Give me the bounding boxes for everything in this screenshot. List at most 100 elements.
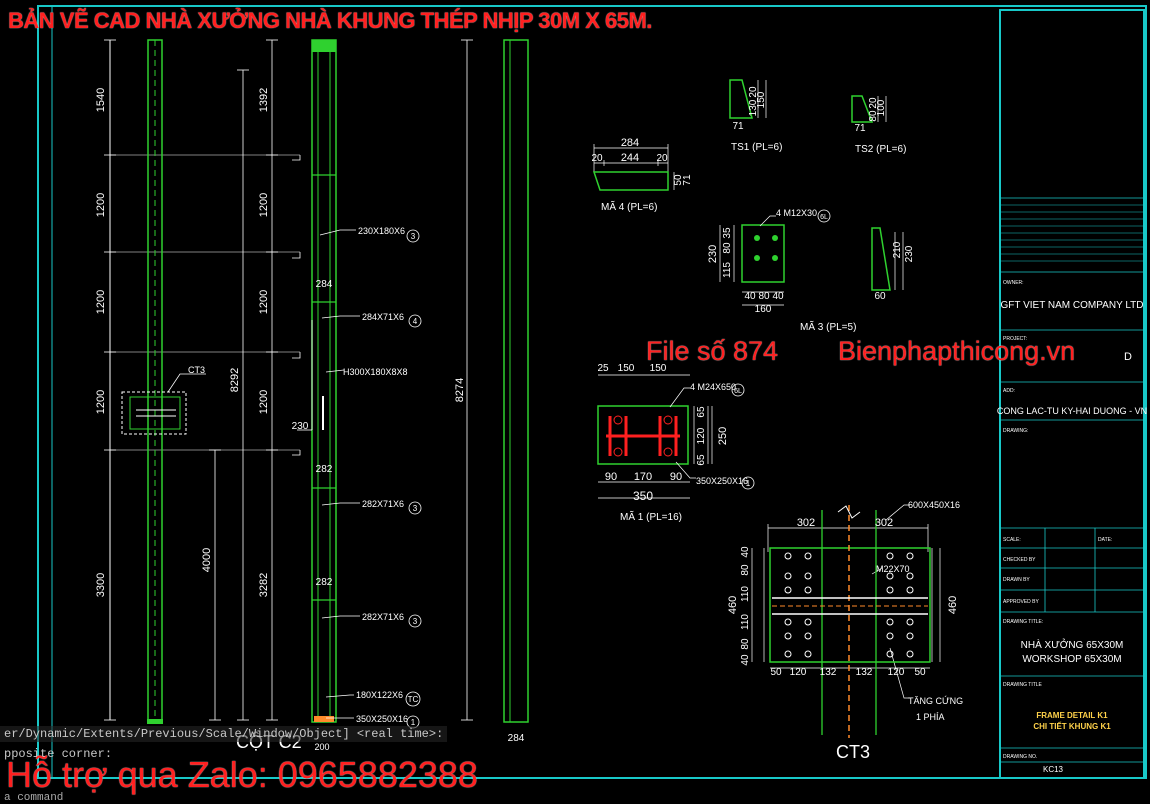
ma1-dim-120: 120 (696, 427, 707, 444)
dim-mid-230: 230 (292, 421, 309, 432)
ma1-label: MÃ 1 (PL=16) (620, 510, 682, 523)
detail-ct3[interactable]: 302 302 460 40 80 110 110 80 40 50 120 1… (727, 500, 963, 762)
ct3-dim-120-b: 120 (888, 667, 905, 678)
dim-left-4: 1200 (95, 390, 107, 414)
command-input[interactable]: a command (4, 792, 64, 804)
ts1-dim-150: 150 (756, 91, 767, 108)
ma4-dim-71: 71 (682, 174, 693, 186)
ct3-dim-40-b: 40 (740, 654, 751, 666)
dim-mid-284: 284 (316, 279, 333, 290)
dim-mid-282-b: 282 (316, 577, 333, 588)
detail-ma3[interactable]: 4 M12X30 6L 230 115 80 35 40 80 40 160 2… (707, 208, 915, 333)
detail-ts1[interactable]: 20 130 150 71 TS1 (PL=6) (729, 79, 782, 153)
tb-sheet-title-line1: FRAME DETAIL K1 (1036, 711, 1108, 720)
column-left-drawing[interactable]: CT3 1540 1200 1200 1200 3300 4000 (95, 39, 300, 724)
ma3-dim-115: 115 (722, 262, 733, 278)
ma3-dim-40-a: 40 (744, 291, 756, 302)
dim-right-284: 284 (508, 733, 525, 744)
tb-add-label: ADD: (1003, 388, 1015, 394)
ma3-dim-60: 60 (874, 291, 886, 302)
dim-mid-4: 1200 (258, 390, 270, 414)
tb-sheet-title-line2: CHI TIẾT KHUNG K1 (1033, 721, 1111, 731)
command-history-line-2: pposite corner: (4, 747, 113, 761)
ma1-dim-90-b: 90 (670, 471, 682, 483)
ct3-dim-50-a: 50 (770, 667, 782, 678)
ma1-dim-350: 350 (633, 489, 653, 503)
dim-mid-6: 8292 (229, 368, 241, 392)
ct3-title: CT3 (836, 742, 870, 762)
ma3-dim-40-b: 40 (772, 291, 784, 302)
ct3-dim-132-a: 132 (820, 667, 837, 678)
tb-owner: GFT VIET NAM COMPANY LTD (1001, 300, 1144, 311)
detail-ma1[interactable]: 4 M24X650 6L 25 150 150 65 120 65 250 90… (597, 363, 755, 523)
ts1-dim-71: 71 (732, 121, 744, 132)
column-mid-drawing[interactable]: 230X180X6 284X71X6 H300X180X8X8 282X71X6… (229, 39, 422, 752)
tb-project-name-line1: NHÀ XƯỞNG 65X30M (1021, 638, 1124, 651)
ct3-callout-label: CT3 (188, 365, 205, 375)
ma1-dim-150-a: 150 (618, 363, 635, 374)
label-plate-282x71-a: 282X71X6 (362, 499, 404, 509)
balloon-3-a: 3 (411, 232, 416, 241)
balloon-tc: TC (408, 695, 419, 704)
tb-approved-label: APPROVED BY (1003, 599, 1040, 605)
dim-right-8274: 8274 (454, 378, 466, 402)
label-plate-284x71: 284X71X6 (362, 312, 404, 322)
ma1-dim-90-a: 90 (605, 471, 617, 483)
ts2-dim-20: 20 (868, 97, 879, 109)
ma3-dim-80: 80 (722, 242, 733, 254)
tb-sheet-title-label: DRAWING TITLE (1003, 682, 1043, 688)
ct3-dim-302-a: 302 (797, 517, 815, 529)
ma3-balloon: 6L (820, 214, 828, 221)
dim-mid-2: 1200 (258, 193, 270, 217)
label-base-plate: 350X250X16 (356, 714, 408, 724)
tb-sheet-no: KC13 (1043, 765, 1064, 774)
ma1-dim-170: 170 (634, 471, 652, 483)
ma1-dim-65-b: 65 (696, 454, 707, 466)
ma1-dim-150-b: 150 (650, 363, 667, 374)
dim-left-5: 3300 (95, 573, 107, 597)
tb-owner-label: OWNER: (1003, 280, 1024, 286)
ma1-dim-250: 250 (717, 427, 729, 445)
dim-mid-5: 3282 (258, 573, 270, 597)
ma4-dim-50: 50 (673, 174, 684, 186)
label-plate-230x180: 230X180X6 (358, 226, 405, 236)
ct3-dim-110-b: 110 (740, 614, 751, 630)
balloon-3-c: 3 (413, 617, 418, 626)
ct3-stiffener-line1: TĂNG CỨNG (908, 696, 963, 706)
tb-project-label: PROJECT: (1003, 336, 1027, 342)
ts2-dim-71: 71 (854, 123, 866, 134)
dim-left-6: 4000 (201, 548, 213, 572)
ma1-plate-balloon: 1 (746, 479, 751, 488)
detail-ts2[interactable]: 20 80 100 71 TS2 (PL=6) (851, 95, 906, 155)
detail-ma4[interactable]: 284 20 244 20 50 71 MÃ 4 (PL=6) (591, 137, 693, 213)
ct3-dim-132-b: 132 (856, 667, 873, 678)
ct3-dim-110-a: 110 (740, 586, 751, 602)
ma3-dim-35: 35 (722, 227, 733, 239)
ma3-dim-80-b: 80 (758, 291, 770, 302)
tb-project-name-line2: WORKSHOP 65X30M (1022, 654, 1121, 665)
ct3-bolt-label: M22X70 (876, 564, 910, 574)
ma3-dim-160: 160 (755, 304, 772, 315)
ma1-dim-65-a: 65 (696, 406, 707, 418)
ts1-label: TS1 (PL=6) (731, 142, 782, 153)
ts2-label: TS2 (PL=6) (855, 144, 906, 155)
ma1-bolt-label: 4 M24X650 (690, 382, 736, 392)
label-plate-282x71-b: 282X71X6 (362, 612, 404, 622)
balloon-3-b: 3 (413, 504, 418, 513)
ma3-label: MÃ 3 (PL=5) (800, 320, 856, 333)
dim-left-1: 1540 (95, 88, 107, 112)
tb-date-label: DATE: (1098, 537, 1112, 543)
column-right-drawing[interactable]: 8274 284 (454, 39, 529, 744)
drawing-title-banner: BẢN VẼ CAD NHÀ XƯỞNG NHÀ KHUNG THÉP NHỊP… (8, 8, 652, 33)
tb-drawing-label: DRAWING: (1003, 428, 1028, 434)
tb-sheet-no-label: DRAWING NO. (1003, 754, 1037, 760)
ts2-dim-80: 80 (868, 110, 879, 122)
dim-left-2: 1200 (95, 193, 107, 217)
dim-mid-3: 1200 (258, 290, 270, 314)
balloon-1: 1 (411, 718, 416, 727)
title-block[interactable] (1000, 197, 1144, 763)
label-section-h300: H300X180X8X8 (343, 367, 408, 377)
